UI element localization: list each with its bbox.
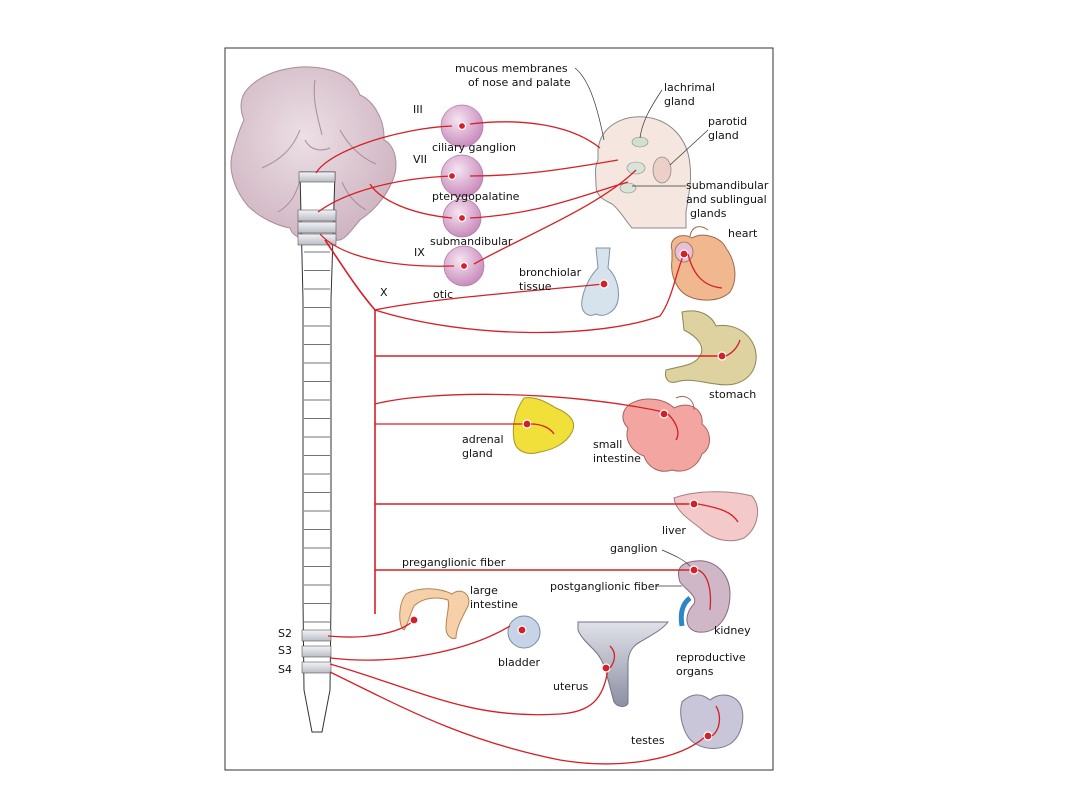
label-kidney: kidney [714,624,751,637]
testes-illustration [680,694,744,749]
label-mucous-1: mucous membranes [455,62,568,75]
label-stomach: stomach [709,388,756,401]
label-reproductive-1: reproductive [676,651,746,664]
label-mucous-2: of nose and palate [468,76,571,89]
leader-lines [574,67,709,587]
label-ganglion: ganglion [610,542,658,555]
label-submandibular-3: glands [690,207,727,220]
label-otic: otic [433,288,453,301]
brain [230,66,397,243]
label-small-intestine-2: intestine [593,452,641,465]
label-bladder: bladder [498,656,541,669]
label-s3: S3 [278,644,292,657]
label-bronchiolar-1: bronchiolar [519,266,582,279]
label-small-intestine-1: small [593,438,622,451]
label-reproductive-2: organs [676,665,714,678]
label-adrenal-1: adrenal [462,433,504,446]
label-liver: liver [662,524,686,537]
label-parotid-1: parotid [708,115,747,128]
label-large-intestine-2: intestine [470,598,518,611]
label-cn-ix: IX [414,246,425,259]
label-postganglionic: postganglionic fiber [550,580,660,593]
small-intestine-illustration [622,396,710,472]
label-lachrimal-2: gland [664,95,695,108]
label-submandibular-2: and sublingual [686,193,767,206]
head-illustration [595,116,691,229]
label-ciliary-ganglion: ciliary ganglion [432,141,516,154]
label-heart: heart [728,227,758,240]
label-lachrimal-1: lachrimal [664,81,715,94]
label-submandibular-ganglion: submandibular [430,235,513,248]
label-submandibular-1: submandibular [686,179,769,192]
postganglionic-short-fibers [530,253,741,737]
organ-ganglion-dots [409,121,727,741]
label-testes: testes [631,734,665,747]
label-s2: S2 [278,627,292,640]
label-cn-vii: VII [413,153,427,166]
label-bronchiolar-2: tissue [519,280,552,293]
label-cn-iii: III [413,103,423,116]
label-s4: S4 [278,663,292,676]
label-parotid-2: gland [708,129,739,142]
label-preganglionic: preganglionic fiber [402,556,506,569]
label-large-intestine-1: large [470,584,498,597]
spinal-cord [297,171,337,733]
label-uterus: uterus [553,680,589,693]
label-cn-x: X [380,286,388,299]
nerve-fibers [315,121,722,765]
labels: III VII IX X ciliary ganglion pterygopal… [278,62,769,747]
uterus-illustration [577,621,670,707]
label-adrenal-2: gland [462,447,493,460]
kidney-illustration [677,560,731,633]
large-intestine-illustration [399,588,470,639]
label-pterygopalatine: pterygopalatine [432,190,520,203]
